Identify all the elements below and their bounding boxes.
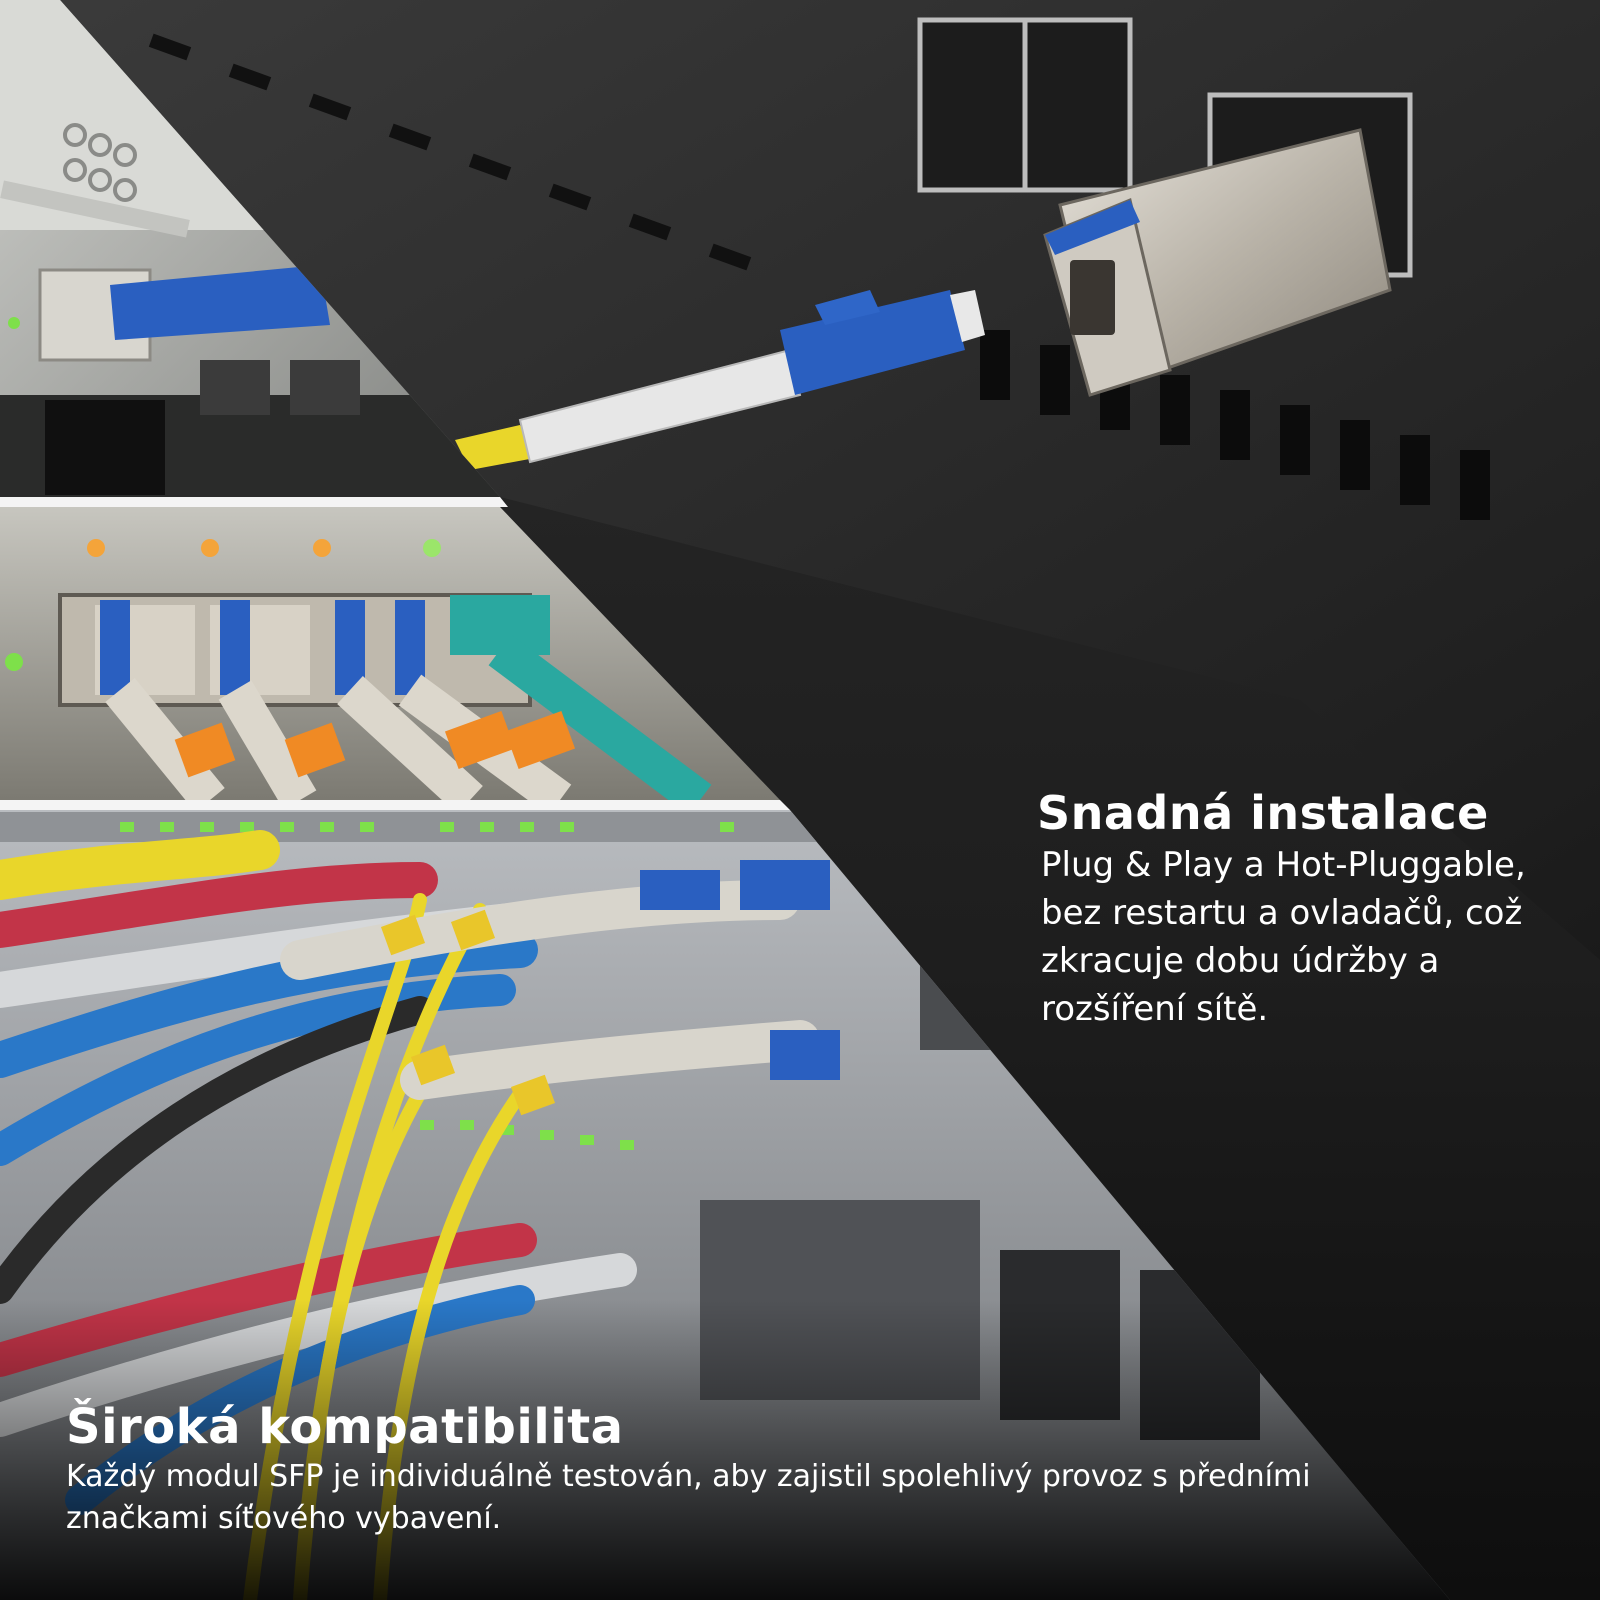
feature-title: Snadná instalace (1037, 786, 1489, 840)
status-leds (5, 539, 441, 671)
sfp-module (1043, 128, 1392, 397)
bezel-vents (148, 33, 752, 271)
sfp-blue-clips (640, 860, 840, 1080)
feature-compatibility: Široká kompatibilita Každý modul SFP je … (66, 1398, 1486, 1540)
feature-title: Široká kompatibilita (66, 1399, 624, 1455)
lc-fiber-connector (455, 290, 985, 470)
feature-description: Každý modul SFP je individuálně testován… (66, 1459, 1311, 1536)
panel-divider (0, 800, 790, 810)
photo-panel-bottom-left (0, 810, 1450, 1600)
heatsink-fins (980, 330, 1490, 520)
duplex-cables (100, 595, 712, 800)
feature-description: Plug & Play a Hot-Pluggable, bez restart… (1041, 845, 1526, 1029)
panel-divider (0, 497, 508, 507)
feature-easy-install: Snadná instalace Plug & Play a Hot-Plugg… (1037, 785, 1577, 1033)
port-leds (120, 822, 734, 1150)
yellow-boots (380, 909, 556, 1116)
